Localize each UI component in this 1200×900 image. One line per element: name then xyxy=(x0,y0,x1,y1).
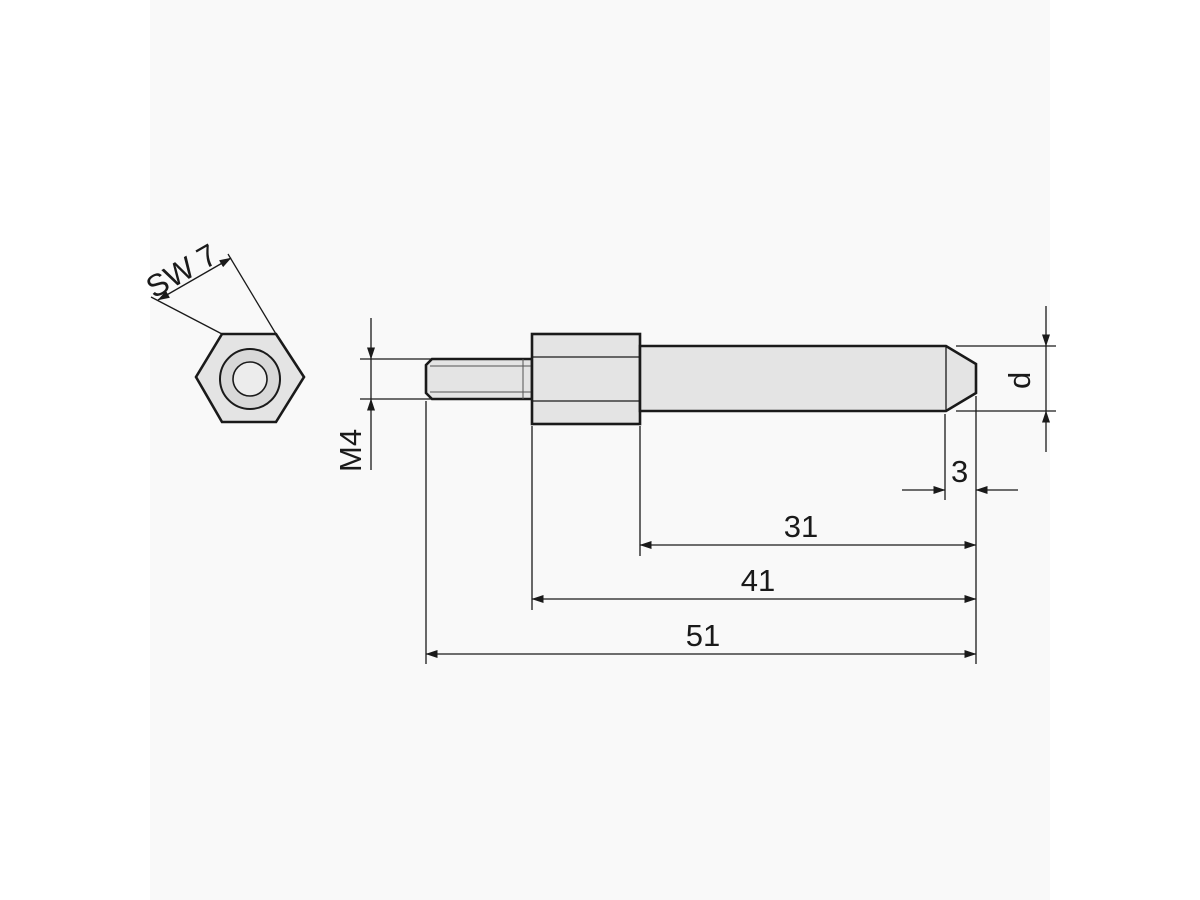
sw-extension-line-1 xyxy=(150,296,223,335)
drawing-panel xyxy=(150,0,1050,900)
sw-extension-line-2 xyxy=(227,253,277,335)
dim31-label: 31 xyxy=(784,509,818,544)
dim41-label: 41 xyxy=(741,563,775,598)
dim51-label: 51 xyxy=(686,618,720,653)
length-dimensions: 31 41 51 xyxy=(425,401,977,664)
m4-dimension: M4 xyxy=(333,318,432,472)
d-label: d xyxy=(1002,372,1037,389)
hex-collar xyxy=(530,332,642,426)
pin-side-view xyxy=(424,332,978,426)
chamfer-label: 3 xyxy=(951,454,968,489)
m4-label: M4 xyxy=(333,429,368,472)
hex-inner-circle xyxy=(232,361,268,397)
thread-section xyxy=(424,357,534,401)
sw-dimension-line xyxy=(157,257,232,301)
d-dimension: d xyxy=(956,306,1056,452)
chamfer-dimension: 3 xyxy=(902,396,1018,664)
pin-shaft xyxy=(638,344,978,413)
